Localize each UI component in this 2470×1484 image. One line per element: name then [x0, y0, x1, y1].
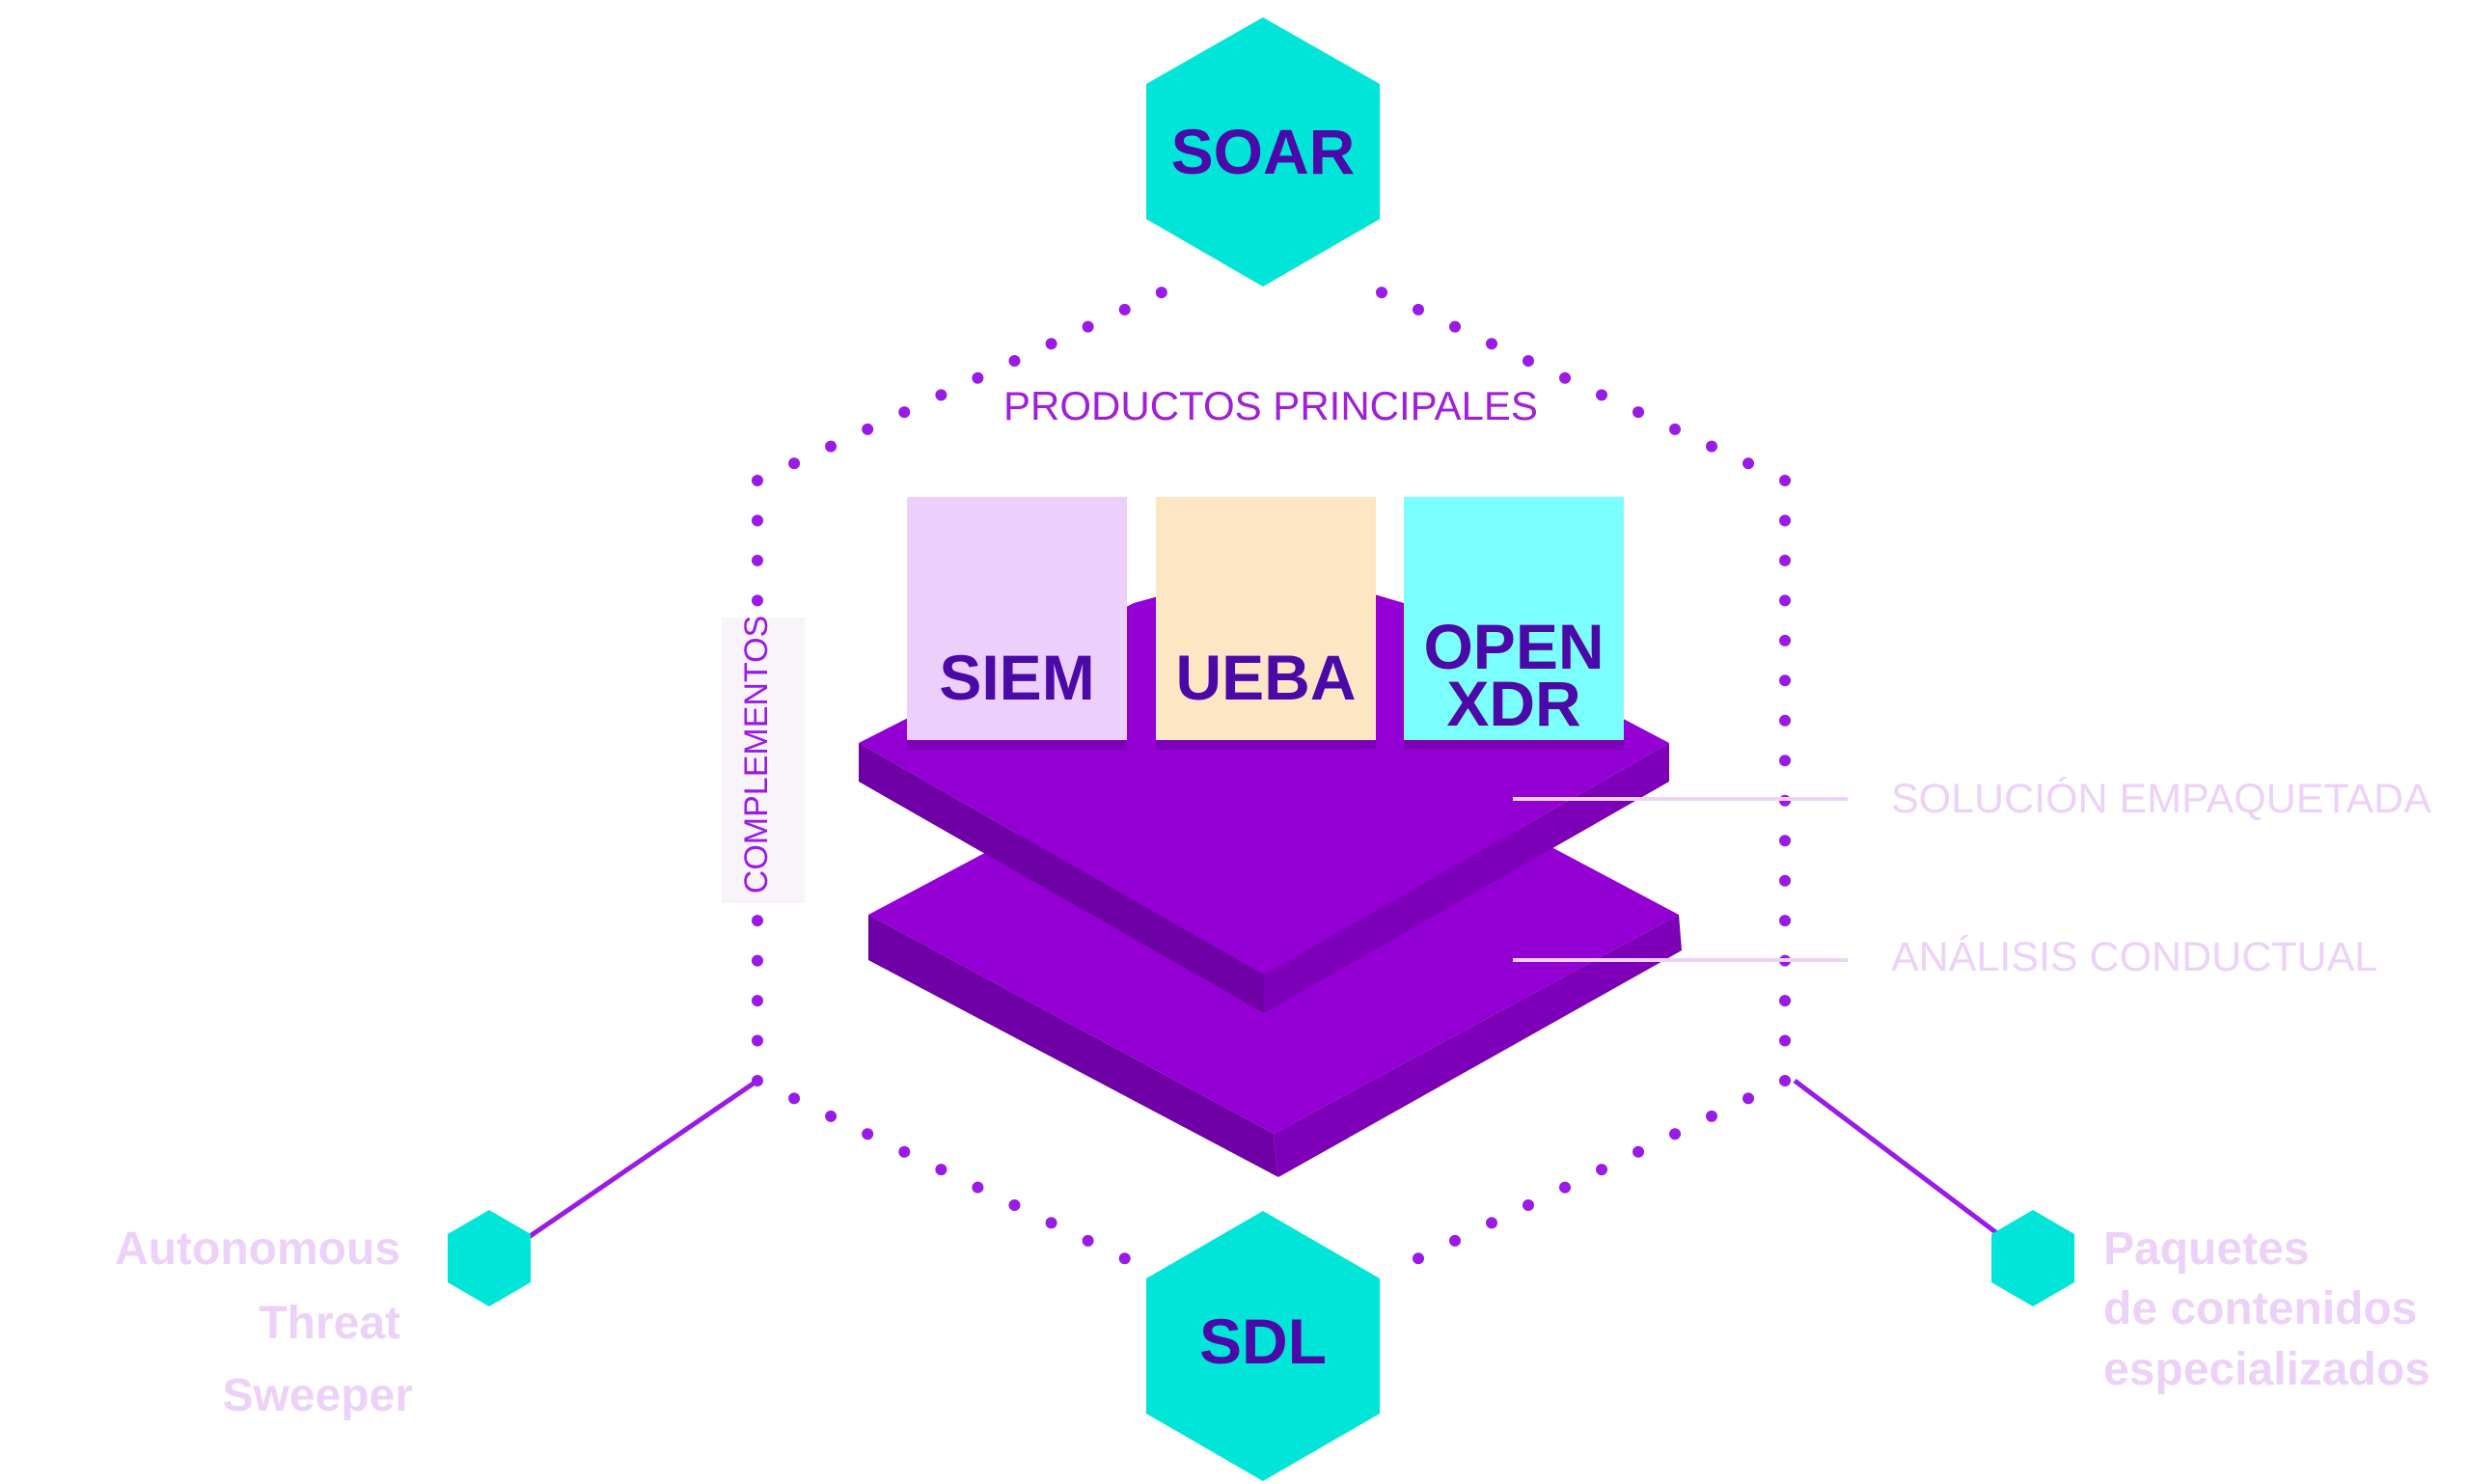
ring-dot	[1155, 287, 1167, 299]
ring-dot	[898, 406, 911, 419]
product-label-ueba: UEBA	[1175, 642, 1356, 713]
addon-hexagon-right	[1991, 1210, 2074, 1306]
ring-dot	[1449, 320, 1461, 333]
ring-dot	[1082, 1234, 1094, 1247]
ring-dot	[1118, 1252, 1131, 1265]
ring-dot	[1779, 874, 1791, 887]
ring-dot	[935, 1164, 947, 1176]
ring-dot	[1045, 1217, 1057, 1229]
product-card-ueba	[1156, 497, 1376, 750]
ring-dot	[972, 371, 984, 384]
hub-hexagon-bottom	[1146, 1211, 1380, 1481]
side-label-panel	[722, 618, 805, 903]
ring-dot	[1743, 1092, 1754, 1105]
ring-dot	[1633, 406, 1644, 419]
ring-dot	[1706, 440, 1717, 453]
hub-label-sdl: SDL	[1199, 1305, 1327, 1377]
ring-dot	[752, 915, 763, 927]
ring-dot	[1743, 457, 1754, 470]
ring-dot	[1376, 287, 1387, 299]
ring-dot	[1559, 371, 1571, 384]
ring-dot	[898, 1145, 911, 1158]
ring-dot	[1082, 320, 1094, 333]
addon-left-line-1: Autonomous	[115, 1223, 400, 1275]
hub-label-soar: SOAR	[1171, 116, 1356, 187]
ring-dot	[1779, 475, 1791, 486]
ring-dot	[862, 1128, 874, 1140]
addon-right-line-3: especializados	[2103, 1344, 2430, 1395]
ring-dot	[1486, 338, 1497, 350]
ring-dot	[1633, 1145, 1644, 1158]
ring-dot	[1779, 514, 1791, 527]
ring-dot	[1779, 1075, 1791, 1086]
ring-dot	[1779, 554, 1791, 566]
ring-dot	[788, 1092, 801, 1105]
addon-left-line-2: Threat	[259, 1298, 400, 1349]
addon-left-line-3: Sweeper	[223, 1370, 413, 1421]
ring-dot	[752, 995, 763, 1007]
ring-dot	[1596, 1164, 1607, 1176]
dotted-hexagon-ring	[752, 287, 1791, 1265]
ring-dot	[1413, 1252, 1424, 1265]
ring-dot	[752, 954, 763, 967]
connector-right	[1793, 1079, 2004, 1239]
ring-dot	[1008, 1199, 1021, 1211]
ring-dot	[1779, 1034, 1791, 1047]
product-label-open: OPEN	[1423, 611, 1604, 682]
connector-left	[527, 1078, 759, 1240]
ring-dot	[788, 457, 801, 470]
ring-dot	[1118, 303, 1131, 316]
ring-dot	[752, 594, 763, 607]
complements-label: COMPLEMENTOS	[738, 616, 775, 893]
ring-dot	[935, 389, 947, 401]
ring-dot	[1779, 714, 1791, 727]
product-label-siem: SIEM	[939, 642, 1094, 713]
ring-dot	[825, 1110, 837, 1122]
ring-dot	[1523, 1199, 1534, 1211]
ring-dot	[1779, 995, 1791, 1007]
ring-dot	[752, 475, 763, 486]
ring-dot	[1045, 338, 1057, 350]
ring-dot	[825, 440, 837, 453]
addon-right-line-1: Paquetes	[2103, 1223, 2309, 1275]
ring-dot	[862, 423, 874, 435]
ring-dot	[1779, 755, 1791, 767]
ring-dot	[1413, 303, 1424, 316]
ring-dot	[1669, 1128, 1681, 1140]
ring-dot	[1486, 1217, 1497, 1229]
ring-dot	[1008, 355, 1021, 367]
addon-right-line-2: de contenidos	[2103, 1283, 2417, 1334]
ring-dot	[1669, 423, 1681, 435]
ring-dot	[752, 554, 763, 566]
ring-dot	[1779, 594, 1791, 607]
ring-dot	[1779, 674, 1791, 687]
layer-label-lower: ANÁLISIS CONDUCTUAL	[1891, 934, 2377, 980]
ring-dot	[1779, 915, 1791, 927]
ring-dot	[1779, 634, 1791, 646]
ring-dot	[1779, 835, 1791, 847]
ring-dot	[1596, 389, 1607, 401]
product-label-xdr: XDR	[1446, 668, 1580, 739]
product-card-open-xdr	[1404, 497, 1624, 750]
hub-hexagon-top	[1146, 17, 1380, 287]
ring-dot	[1449, 1234, 1461, 1247]
ring-dot	[1523, 355, 1534, 367]
addon-hexagon-left	[448, 1210, 531, 1306]
ring-dot	[972, 1181, 984, 1194]
ring-dot	[752, 1034, 763, 1047]
core-products-title: PRODUCTOS PRINCIPALES	[1003, 383, 1538, 428]
product-card-siem	[907, 497, 1127, 750]
ring-dot	[1559, 1181, 1571, 1194]
ring-dot	[1706, 1110, 1717, 1122]
layer-label-upper: SOLUCIÓN EMPAQUETADA	[1891, 776, 2431, 822]
ring-dot	[752, 514, 763, 527]
